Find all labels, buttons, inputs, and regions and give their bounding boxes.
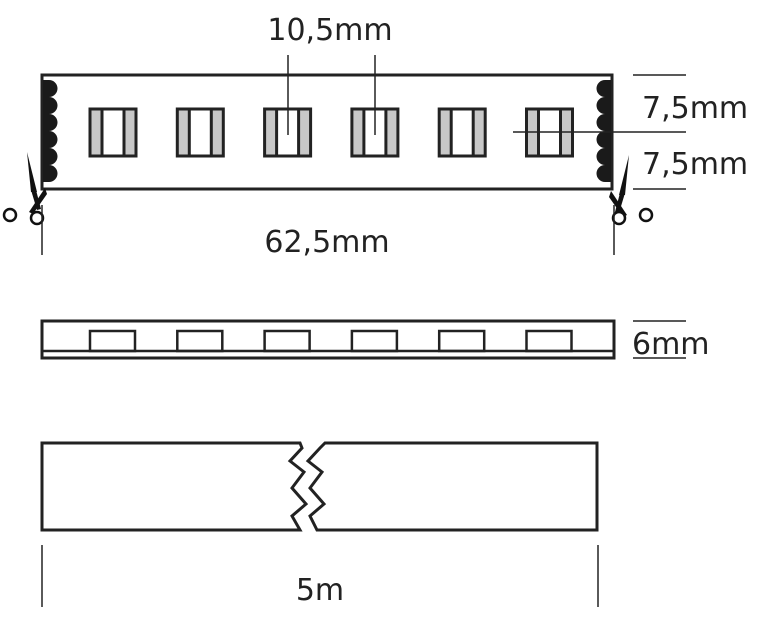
led-chip	[88, 107, 138, 158]
scissors-icon	[609, 155, 654, 226]
solder-pad	[43, 148, 58, 165]
solder-pad	[596, 165, 611, 182]
led-pitch-dimension: 10,5mm	[267, 13, 393, 135]
solder-pad	[43, 80, 58, 97]
led-pitch-label: 10,5mm	[267, 13, 392, 48]
reel-strip	[40, 441, 599, 532]
reel-length-dimension: 5m	[41, 545, 599, 608]
solder-pad	[43, 97, 58, 114]
led-chip-side	[263, 329, 311, 353]
strip-side-view	[40, 319, 616, 360]
led-chip-side	[350, 329, 399, 353]
solder-pad	[596, 97, 611, 114]
reel-length-label: 5m	[296, 573, 344, 608]
height-dimension: 6mm	[632, 320, 710, 362]
led-chip	[175, 107, 225, 158]
solder-pad	[43, 131, 58, 148]
segment-length-label: 62,5mm	[264, 225, 389, 260]
scissors-icon	[2, 152, 47, 226]
height-label: 6mm	[632, 327, 710, 362]
solder-pad	[43, 114, 58, 131]
segment-length-dimension: 62,5mm	[41, 205, 615, 260]
pad-offset-dimension: 7,5mm 7,5mm	[513, 74, 748, 190]
led-chip-side	[437, 329, 486, 353]
pad-offset-bottom-label: 7,5mm	[642, 147, 748, 182]
solder-pad	[43, 165, 58, 182]
solder-pad	[596, 148, 611, 165]
led-chip-side	[525, 329, 573, 353]
led-chip	[350, 107, 400, 158]
solder-pad	[596, 131, 611, 148]
solder-pad	[596, 80, 611, 97]
led-chip	[437, 107, 487, 158]
solder-pad	[596, 114, 611, 131]
pad-offset-top-label: 7,5mm	[642, 91, 748, 126]
led-chip-side	[88, 329, 137, 353]
led-chip-side	[176, 329, 224, 353]
